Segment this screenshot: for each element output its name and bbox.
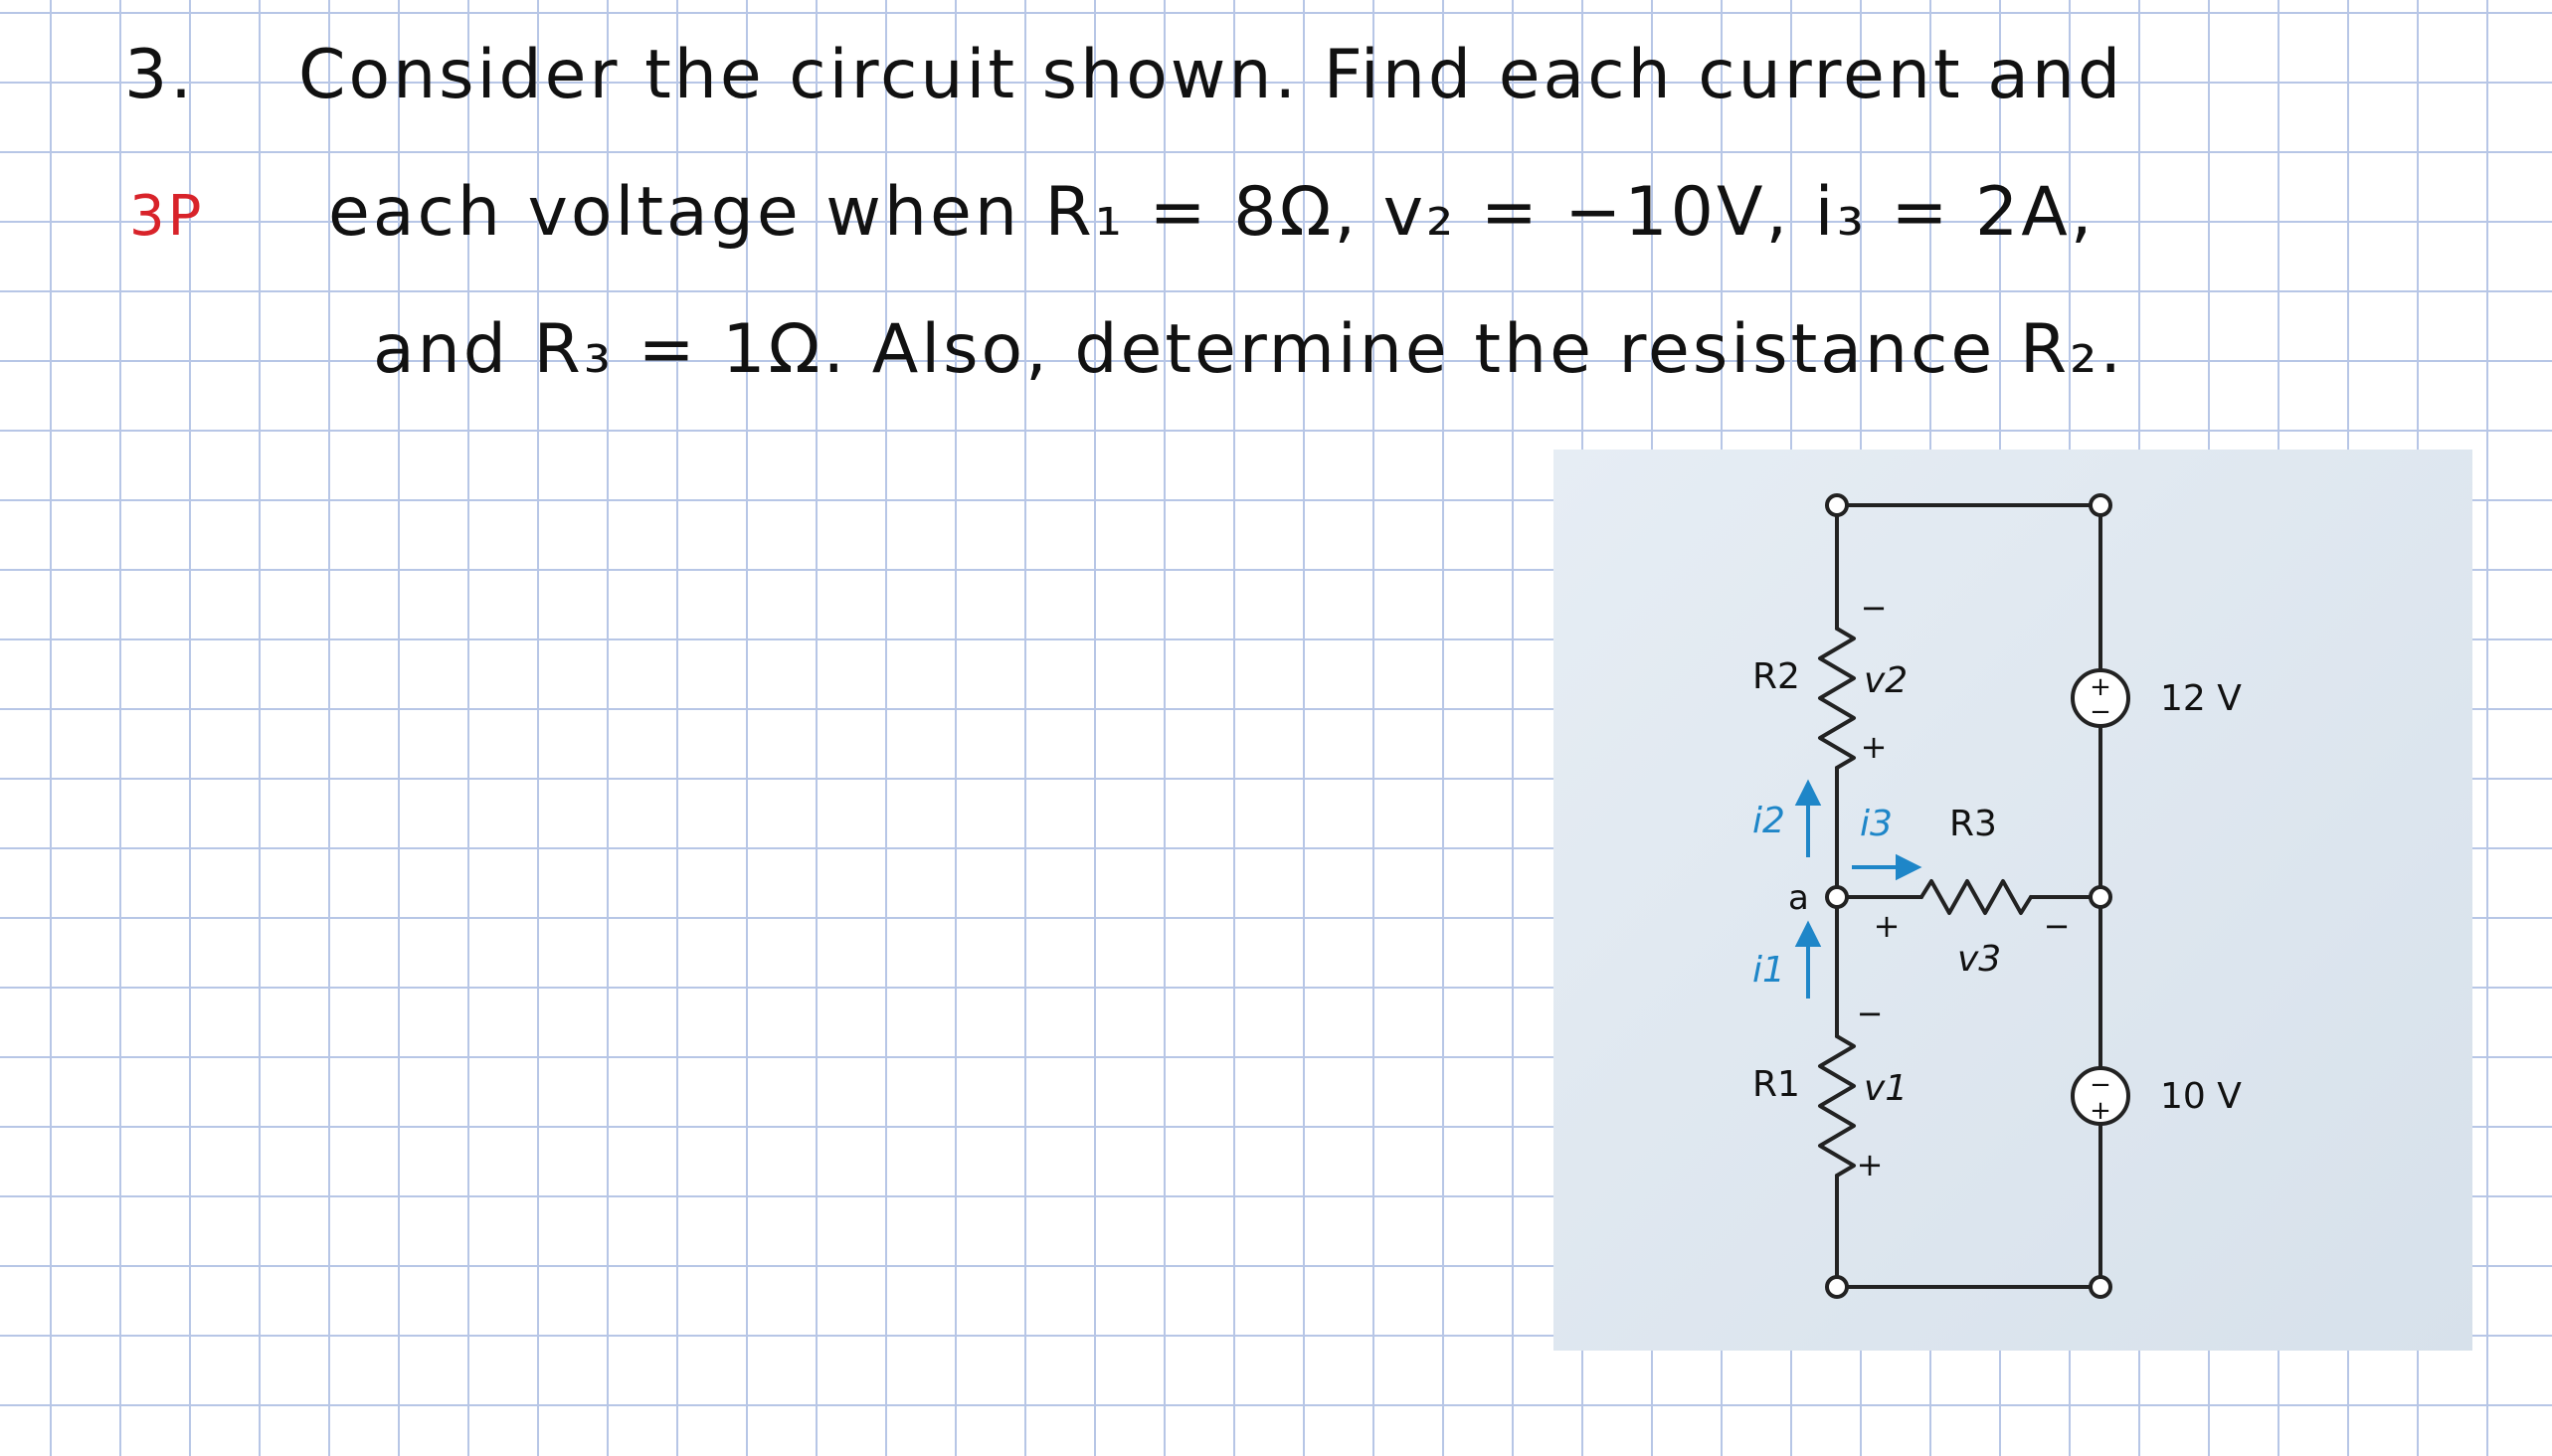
v1-plus: + [1857, 1146, 1884, 1183]
node-bottom-left [1825, 1275, 1849, 1299]
source-bottom-plus: + [2090, 1096, 2111, 1126]
label-source-10v: 10 V [2160, 1076, 2242, 1117]
label-i3: i3 [1860, 804, 1893, 844]
node-bottom-right [2089, 1275, 2112, 1299]
resistor-r1 [1818, 1034, 1856, 1178]
problem-text-line-3: and R₃ = 1Ω. Also, determine the resista… [373, 310, 2124, 389]
label-v2: v2 [1864, 660, 1908, 701]
voltage-source-12v [2071, 668, 2130, 728]
margin-note: 3P [129, 184, 205, 249]
source-bottom-minus: − [2090, 1070, 2111, 1100]
circuit-diagram: + − − + R2 R1 R3 a v [1553, 450, 2472, 1351]
circuit-svg: + − − + R2 R1 R3 a v [1752, 493, 2242, 1299]
v1-minus: − [1857, 995, 1884, 1032]
v3-plus: + [1874, 907, 1901, 945]
source-top-plus: + [2090, 672, 2111, 702]
source-top-minus: − [2090, 697, 2111, 727]
resistor-r2 [1818, 627, 1856, 770]
node-top-left [1825, 493, 1849, 517]
v2-plus: + [1861, 728, 1888, 766]
i1-arrow-head [1794, 920, 1822, 947]
node-a [1825, 885, 1849, 909]
label-r2: R2 [1752, 656, 1800, 697]
label-i2: i2 [1752, 801, 1785, 841]
node-right-mid [2089, 885, 2112, 909]
label-source-12v: 12 V [2160, 678, 2242, 719]
v2-minus: − [1861, 589, 1888, 627]
problem-text-line-1: Consider the circuit shown. Find each cu… [298, 36, 2124, 114]
voltage-source-10v [2071, 1066, 2130, 1126]
label-v3: v3 [1957, 939, 2001, 980]
problem-number: 3. [124, 36, 195, 114]
v3-minus: − [2044, 907, 2071, 945]
label-i1: i1 [1752, 950, 1785, 991]
resistor-r3 [1919, 879, 2033, 915]
label-node-a: a [1788, 878, 1809, 918]
label-r3: R3 [1949, 804, 1997, 844]
i3-arrow-head [1896, 853, 1922, 881]
label-v1: v1 [1864, 1068, 1908, 1109]
label-r1: R1 [1752, 1064, 1800, 1105]
i2-arrow-head [1794, 779, 1822, 806]
problem-text-line-2: each voltage when R₁ = 8Ω, v₂ = −10V, i₃… [328, 173, 2096, 252]
node-top-right [2089, 493, 2112, 517]
